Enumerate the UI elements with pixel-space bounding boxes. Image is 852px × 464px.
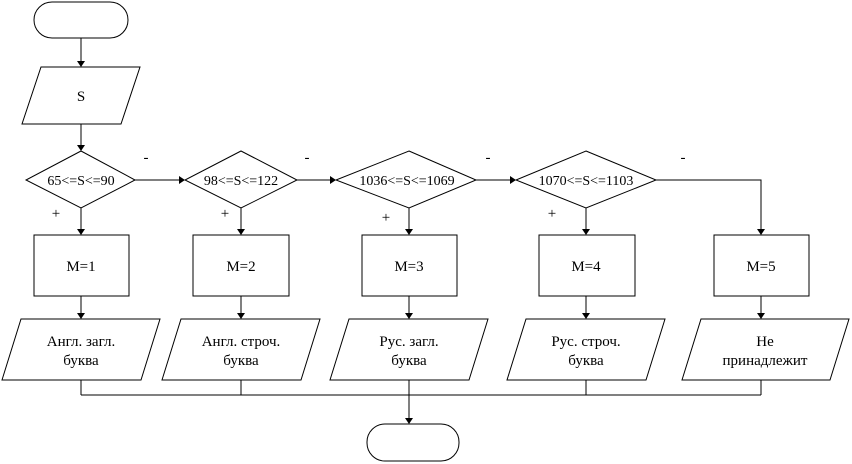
no-label: - (486, 150, 491, 166)
process-3: M=3 (361, 234, 458, 297)
branch-labels: - - - - + + + + (52, 150, 686, 226)
output-line1: Англ. загл. (47, 334, 115, 350)
yes-label: + (221, 206, 229, 222)
decision-3: 1036<=S<=1069 (334, 150, 478, 209)
decision-condition: 98<=S<=122 (204, 174, 278, 189)
output-line2: буква (223, 353, 259, 369)
output-line2: принадлежит (723, 353, 808, 369)
decision-2: 98<=S<=122 (183, 150, 299, 209)
output-line2: буква (63, 353, 99, 369)
output-1: Англ. загл. буква (1, 318, 161, 381)
process-1: M=1 (33, 234, 130, 297)
input-label: S (77, 89, 85, 105)
no-label: - (681, 150, 686, 166)
yes-label: + (548, 206, 556, 222)
yes-label: + (382, 210, 390, 226)
decision-condition: 1070<=S<=1103 (539, 174, 634, 189)
process-5: M=5 (713, 234, 810, 297)
input-parallelogram: S (21, 66, 141, 125)
decision-1: 65<=S<=90 (24, 150, 137, 209)
output-line2: буква (568, 353, 604, 369)
output-line1: Англ. строч. (202, 334, 281, 350)
output-3: Рус. загл. буква (329, 318, 489, 381)
process-label: M=3 (394, 259, 423, 275)
decision-condition: 65<=S<=90 (47, 174, 114, 189)
output-line2: буква (391, 353, 427, 369)
output-2: Англ. строч. буква (161, 318, 321, 381)
no-label: - (144, 150, 149, 166)
yes-label: + (52, 206, 60, 222)
end-terminator (366, 423, 460, 462)
output-line1: Не (756, 334, 774, 350)
process-label: M=1 (66, 259, 95, 275)
output-line1: Рус. загл. (379, 334, 438, 350)
output-4: Рус. строч. буква (506, 318, 666, 381)
process-4: M=4 (538, 234, 636, 297)
process-2: M=2 (192, 234, 290, 297)
decision-4: 1070<=S<=1103 (514, 150, 658, 209)
start-terminator (33, 1, 129, 39)
process-label: M=5 (746, 259, 775, 275)
connectors (77, 38, 765, 424)
decision-condition: 1036<=S<=1069 (359, 174, 454, 189)
process-label: M=2 (226, 259, 255, 275)
no-label: - (305, 150, 310, 166)
output-line1: Рус. строч. (551, 334, 620, 350)
process-label: M=4 (571, 259, 601, 275)
output-5: Не принадлежит (681, 318, 850, 381)
